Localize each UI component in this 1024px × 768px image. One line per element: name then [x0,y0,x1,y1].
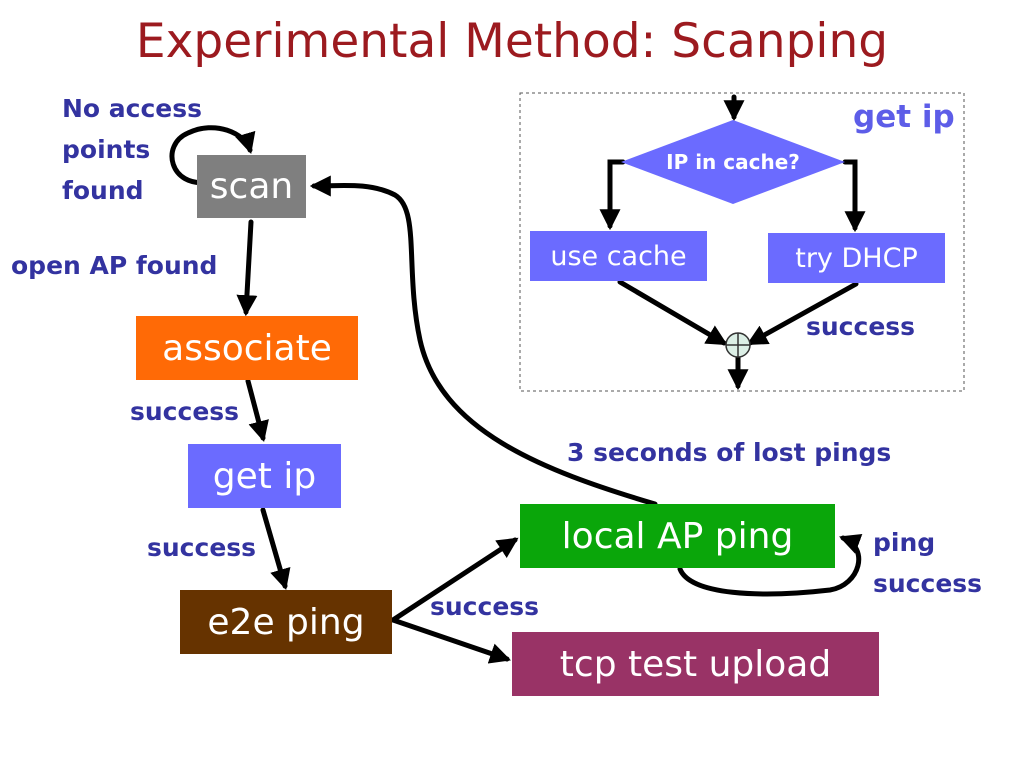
merge-circle [725,332,751,358]
arrow-usecache-join [617,279,728,346]
arrow-localap-scan [309,175,658,507]
arrow-e2e-tcp [390,617,511,664]
associate-node: associate [136,316,358,380]
arrow-trydhcp-join [746,281,859,346]
arrow-scan-loop [169,125,256,185]
associate-label: associate [162,327,332,369]
success-get-ip-label: success [147,533,257,562]
arrow-scan-associate [236,219,258,317]
use-cache-node: use cache [530,231,707,281]
get-ip-node: get ip [188,444,341,508]
scan-label: scan [209,166,294,207]
success-associate-label: success [130,397,240,426]
decision-label: IP in cache? [633,148,833,176]
no-access-points-label: No access points found [62,94,203,205]
get-ip-label: get ip [212,455,317,497]
tcp-test-upload-node: tcp test upload [512,632,879,696]
arrow-decision-trydhcp [842,159,866,233]
use-cache-label: use cache [550,240,687,272]
page-title: Experimental Method: Scanping [135,14,889,69]
local-ap-ping-label: local AP ping [561,515,794,557]
lost-pings-label: 3 seconds of lost pings [567,438,892,467]
e2e-ping-node: e2e ping [180,590,392,654]
success-e2e-label: success [430,592,540,621]
e2e-ping-label: e2e ping [207,601,365,643]
local-ap-ping-node: local AP ping [520,504,835,568]
try-dhcp-node: try DHCP [768,233,945,283]
get-ip-detail-frame [519,92,965,392]
decision-diamond [621,120,845,204]
decision-text: IP in cache? [666,150,800,174]
detail-success-label: success [806,312,916,341]
open-ap-found-label: open AP found [11,251,218,280]
tcp-test-upload-label: tcp test upload [559,643,832,685]
arrow-localap-loop [677,534,863,597]
try-dhcp-label: try DHCP [795,242,918,274]
arrow-associate-getip [245,378,269,443]
ping-success-label: ping success [873,528,983,598]
scan-node: scan [197,155,306,218]
arrow-getip-e2e [260,507,291,591]
get-ip-detail-title: get ip [853,99,955,135]
arrow-decision-usecache [599,159,626,231]
arrow-e2e-localap [390,537,519,623]
